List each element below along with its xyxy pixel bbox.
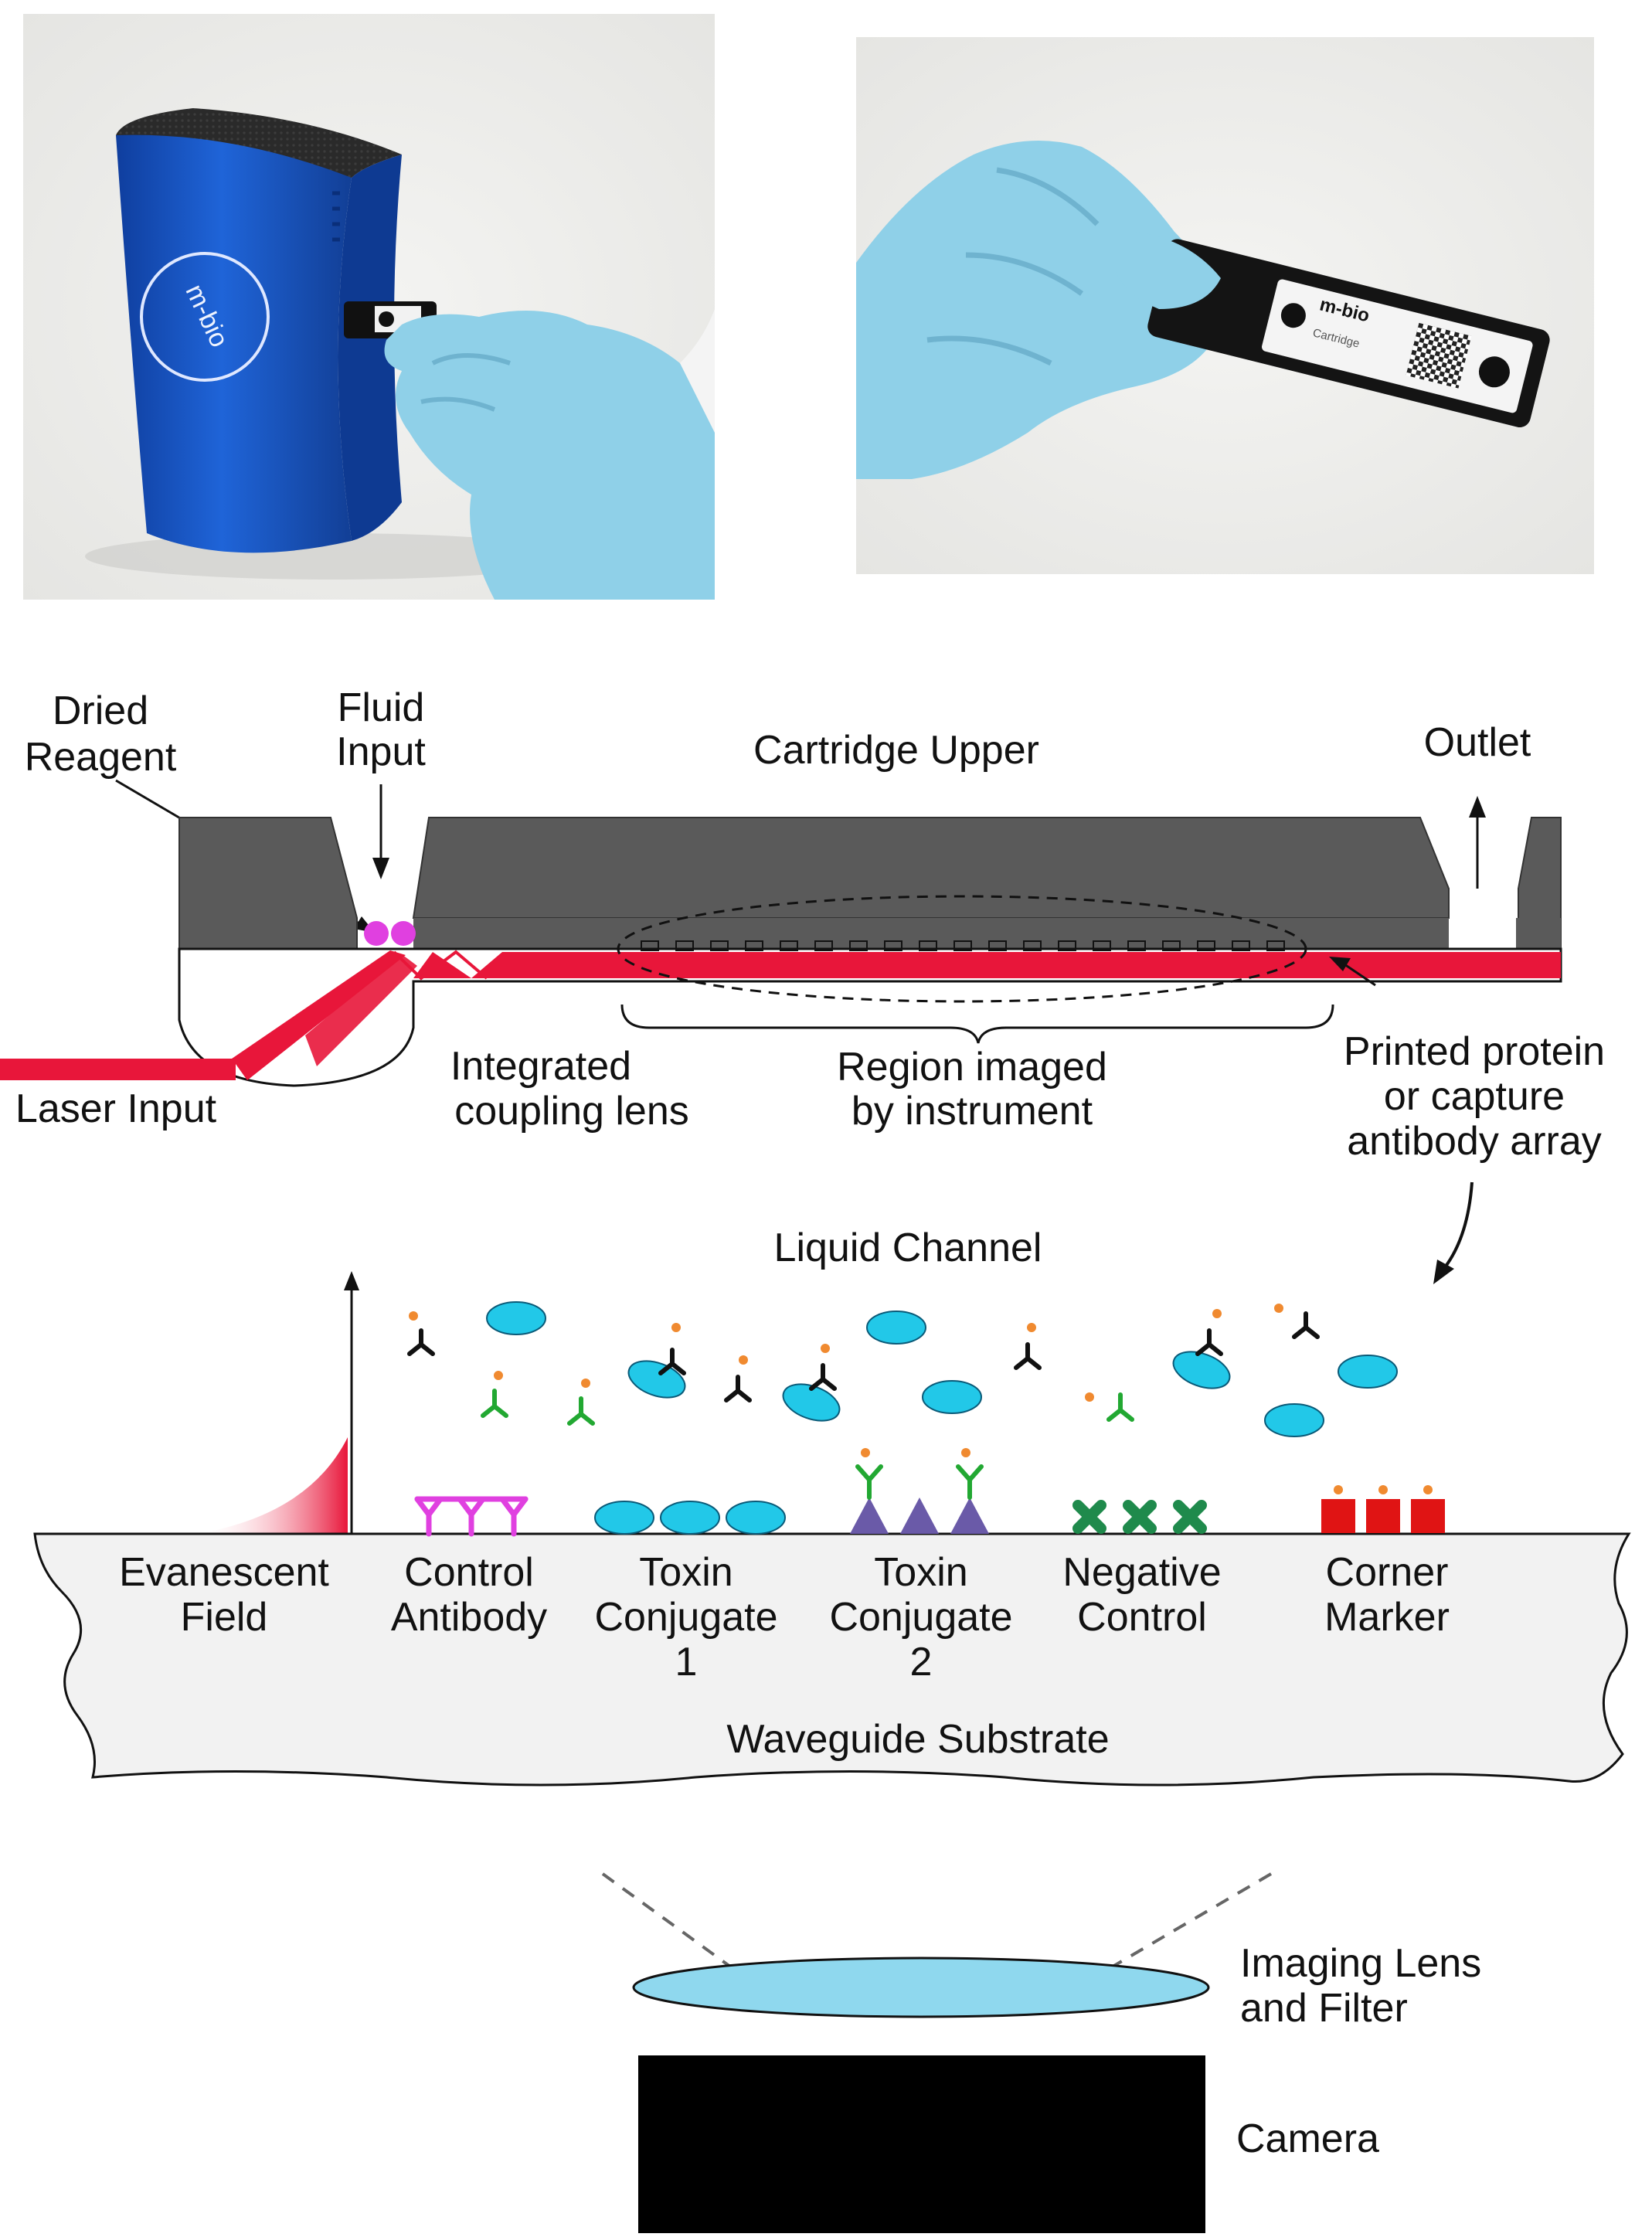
toxin-conjugate-1-label-line1: Toxin: [639, 1550, 733, 1595]
floating-green-antibodies: [481, 1389, 1134, 1426]
waveguide-substrate: [33, 1532, 1631, 1787]
instrument-vents: [332, 191, 340, 242]
fluid-input-label-line1: Fluid: [338, 685, 425, 730]
liquid-channel-label: Liquid Channel: [774, 1226, 1042, 1270]
evanescent-label-line1: Evanescent: [119, 1550, 329, 1595]
dried-reagent-label-line1: Dried: [53, 688, 148, 733]
dried-reagent-dot: [391, 921, 416, 946]
dried-reagent-label-line2: Reagent: [25, 735, 177, 780]
outlet-label: Outlet: [1424, 720, 1531, 765]
bound-green-antibodies: [855, 1464, 984, 1500]
negative-control-label-line1: Negative: [1062, 1550, 1221, 1595]
imaged-region-outline: [617, 895, 1307, 1003]
instrument-photo: m-bio: [23, 14, 715, 600]
instrument-side: [338, 155, 402, 541]
negative-control-label-line2: Control: [1077, 1595, 1207, 1640]
gloved-hand-2: [856, 141, 1221, 479]
evanescent-field-gradient: [197, 1437, 348, 1534]
gloved-hand-1: [384, 311, 715, 600]
instrument-body: [116, 129, 352, 553]
corner-marker-label-line2: Marker: [1324, 1595, 1450, 1640]
toxin-conjugate-2-label-line3: 2: [910, 1640, 933, 1685]
cartridge-photo: m-bio Cartridge: [856, 37, 1594, 574]
toxin-conjugate-2-label-line1: Toxin: [874, 1550, 967, 1595]
region-imaged-label-line1: Region imaged: [837, 1045, 1107, 1090]
imaging-lens-label-line2: and Filter: [1240, 1986, 1408, 2031]
assay-surface: Liquid Channel Evanescent Field Control …: [33, 1226, 1631, 1787]
instrument-logo-ring: [140, 252, 270, 382]
cartridge-upper-left: [178, 817, 358, 950]
toxin-conjugate-1-label-line2: Conjugate: [594, 1595, 777, 1640]
floating-black-antibodies: [407, 1311, 1320, 1402]
evanescent-label-line2: Field: [181, 1595, 268, 1640]
control-antibody-label-line2: Antibody: [391, 1595, 547, 1640]
region-brace: [620, 1004, 1334, 1044]
cartridge-device: m-bio Cartridge: [1147, 239, 1550, 427]
region-imaged-label-line2: by instrument: [851, 1089, 1093, 1134]
camera-body: [638, 2055, 1205, 2233]
cartridge-qr-code: [1406, 322, 1472, 389]
instrument-top-grille: [116, 108, 402, 178]
camera-label: Camera: [1236, 2116, 1379, 2161]
laser-input-beam: [0, 1059, 236, 1080]
toxin-conjugate-2-spots: [850, 1498, 989, 1534]
light-cone-right: [1111, 1872, 1273, 1968]
printed-array-label-line1: Printed protein: [1344, 1029, 1605, 1074]
dried-reagent-dot: [364, 921, 389, 946]
imaging-lens-label-line1: Imaging Lens: [1240, 1941, 1481, 1986]
corner-marker-spots: [1321, 1499, 1445, 1533]
laser-input-label: Laser Input: [15, 1086, 217, 1131]
cartridge-upper-label: Cartridge Upper: [753, 728, 1039, 773]
floating-proteins: [486, 1301, 1398, 1437]
toxin-conjugate-1-spots: [594, 1501, 786, 1535]
imaging-optics: Imaging Lens and Filter Camera: [601, 1872, 1481, 2233]
coupling-lens-label-line1: Integrated: [450, 1044, 631, 1089]
printed-array-label-line2: or capture: [1384, 1074, 1565, 1119]
control-antibody-array: [414, 1496, 529, 1537]
light-cone-left: [601, 1872, 732, 1968]
fluid-input-label-line2: Input: [336, 729, 426, 774]
laser-coupling-beam: [232, 950, 406, 1080]
cartridge-cross-section: Dried Reagent Fluid Input Cartridge Uppe…: [0, 685, 1605, 1284]
fluorescent-label-stars: [409, 1304, 1433, 1494]
control-antibody-label-line1: Control: [404, 1550, 534, 1595]
printed-array-label-line3: antibody array: [1347, 1119, 1602, 1164]
cartridge-label: [1262, 279, 1533, 413]
lab-coat-sleeve: [680, 309, 715, 433]
cartridge-upper-main: [412, 817, 1450, 919]
toxin-conjugate-1-label-line3: 1: [675, 1640, 698, 1685]
negative-control-spots: [1072, 1500, 1207, 1534]
waveguide-beam: [533, 952, 1561, 978]
coupling-zigzag-beam: [413, 952, 533, 978]
imaging-lens: [632, 1957, 1210, 2018]
toxin-conjugate-2-label-line2: Conjugate: [829, 1595, 1012, 1640]
printed-array-spots: [641, 940, 1285, 951]
corner-marker-label-line1: Corner: [1326, 1550, 1449, 1595]
zoom-arrow: [1443, 1181, 1474, 1269]
array-pointer-arrow: [1329, 957, 1351, 971]
coupling-lens-label-line2: coupling lens: [454, 1089, 689, 1134]
waveguide-substrate-label: Waveguide Substrate: [726, 1717, 1109, 1762]
